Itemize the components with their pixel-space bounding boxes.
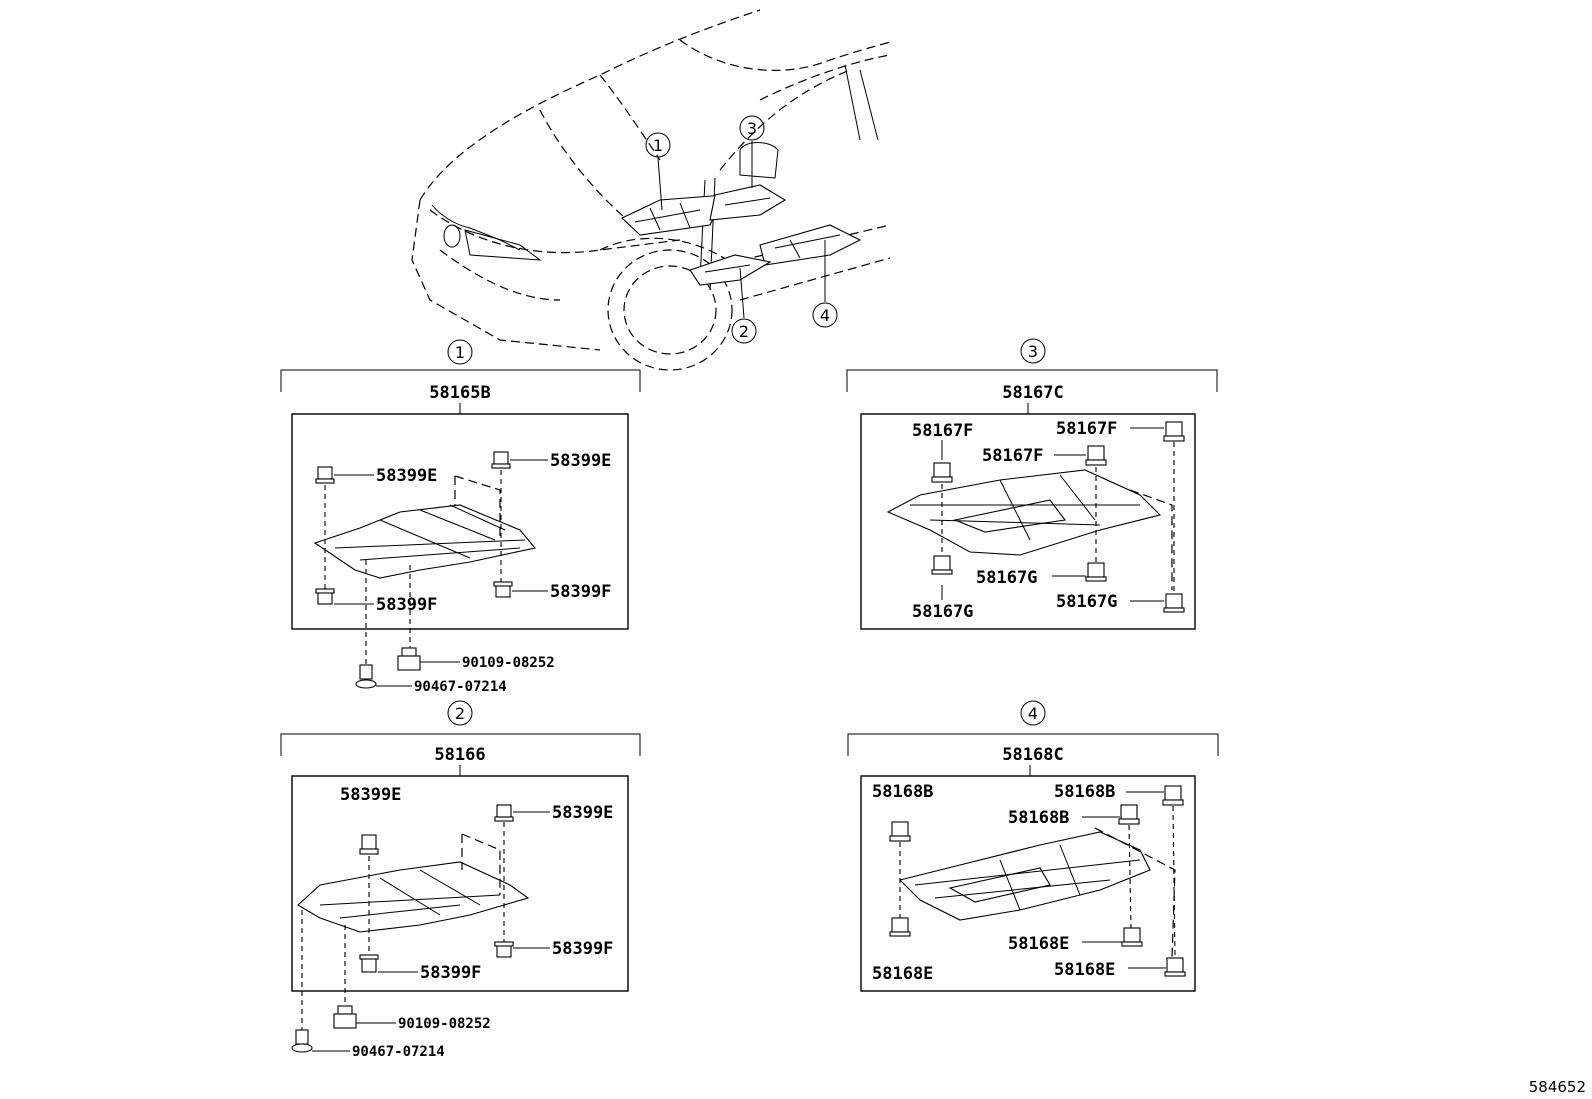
part-label[interactable]: 58167G	[1056, 592, 1117, 612]
part-label[interactable]: 58167F	[1056, 419, 1117, 439]
grommet-icon	[493, 581, 513, 598]
part-label[interactable]: 58399F	[376, 595, 437, 615]
section-2: 2 58166 58399E 58399E 58399F 58399F 9010…	[280, 700, 641, 1060]
section-callout[interactable]	[1020, 338, 1046, 364]
grommet-icon	[315, 466, 335, 484]
engine-undercover-panel	[297, 861, 530, 933]
grommet-icon	[1164, 957, 1186, 977]
grommet-icon	[1162, 785, 1184, 806]
section-bracket	[847, 733, 1219, 756]
part-label[interactable]: 58399E	[552, 803, 613, 823]
section-callout[interactable]	[447, 339, 473, 365]
part-label[interactable]: 90467-07214	[352, 1044, 445, 1060]
clip-icon	[355, 664, 377, 689]
part-label[interactable]: 58399E	[550, 451, 611, 471]
section-callout-number: 1	[455, 343, 465, 362]
section-callout[interactable]	[1020, 700, 1046, 726]
grommet-icon	[1163, 593, 1185, 613]
grommet-icon	[359, 954, 379, 973]
section-callout-number: 4	[1028, 704, 1038, 723]
car-callout-1[interactable]: 1	[645, 132, 671, 158]
grommet-icon	[1163, 421, 1185, 442]
assembly-box	[291, 413, 629, 630]
part-label[interactable]: 58399F	[550, 582, 611, 602]
grommet-icon	[1085, 445, 1107, 466]
section-bracket	[280, 369, 641, 392]
diagram-id: 584652	[1529, 1078, 1586, 1096]
assembly-part-number[interactable]: 58167C	[1002, 383, 1063, 403]
assembly-box	[860, 413, 1196, 630]
part-label[interactable]: 90109-08252	[398, 1016, 491, 1032]
assembly-part-number[interactable]: 58168C	[1002, 745, 1063, 765]
part-label[interactable]: 58168E	[1054, 960, 1115, 980]
part-label[interactable]: 58399E	[340, 785, 401, 805]
part-label[interactable]: 58167G	[976, 568, 1037, 588]
car-callout-4[interactable]: 4	[812, 302, 838, 328]
grommet-icon	[494, 941, 514, 958]
grommet-icon	[931, 555, 953, 575]
part-label[interactable]: 58399F	[420, 963, 481, 983]
part-label[interactable]: 58168B	[1008, 808, 1069, 828]
grommet-icon	[1118, 804, 1140, 825]
car-callout-3[interactable]: 3	[739, 115, 765, 141]
part-label[interactable]: 58399E	[376, 466, 437, 486]
callout-number: 4	[820, 306, 830, 325]
part-label[interactable]: 58167G	[912, 602, 973, 622]
assembly-box	[291, 775, 629, 992]
part-label[interactable]: 58167F	[912, 421, 973, 441]
assembly-box	[860, 775, 1196, 992]
car-illustration	[411, 9, 891, 371]
bolt-icon	[397, 647, 421, 671]
grommet-icon	[1121, 927, 1143, 947]
assembly-part-number[interactable]: 58166	[434, 745, 485, 765]
section-bracket	[280, 733, 641, 756]
grommet-icon	[315, 588, 335, 605]
car-callout-2[interactable]: 2	[731, 318, 757, 344]
callout-number: 2	[739, 322, 749, 341]
assembly-part-number[interactable]: 58165B	[429, 383, 490, 403]
section-4: 4 58168C 58168B 58168B 58168B 58168E 581…	[847, 700, 1219, 992]
part-label[interactable]: 58168B	[1054, 782, 1115, 802]
section-1: 1 58165B 58399E 58399E 58399F 58399F 901…	[280, 339, 641, 695]
part-label[interactable]: 58167F	[982, 446, 1043, 466]
section-callout-number: 2	[455, 704, 465, 723]
part-label[interactable]: 58399F	[552, 939, 613, 959]
part-label[interactable]: 90467-07214	[414, 679, 507, 695]
grommet-icon	[889, 917, 911, 937]
bolt-icon	[333, 1005, 357, 1029]
grommet-icon	[494, 804, 514, 822]
section-callout-number: 3	[1028, 342, 1038, 361]
grommet-icon	[491, 451, 511, 469]
grommet-icon	[931, 462, 953, 483]
part-label[interactable]: 58168E	[872, 964, 933, 984]
grommet-icon	[1085, 562, 1107, 582]
section-3: 3 58167C 58167F 58167F 58167F 58167G 581…	[846, 338, 1218, 630]
clip-icon	[291, 1029, 313, 1053]
engine-undercover-panel	[313, 504, 537, 579]
part-label[interactable]: 90109-08252	[462, 655, 555, 671]
grommet-icon	[359, 834, 379, 855]
callout-number: 3	[747, 119, 757, 138]
part-label[interactable]: 58168B	[872, 782, 933, 802]
section-bracket	[846, 369, 1218, 392]
grommet-icon	[889, 821, 911, 842]
callout-number: 1	[653, 136, 663, 155]
part-label[interactable]: 58168E	[1008, 934, 1069, 954]
section-callout[interactable]	[447, 700, 473, 726]
